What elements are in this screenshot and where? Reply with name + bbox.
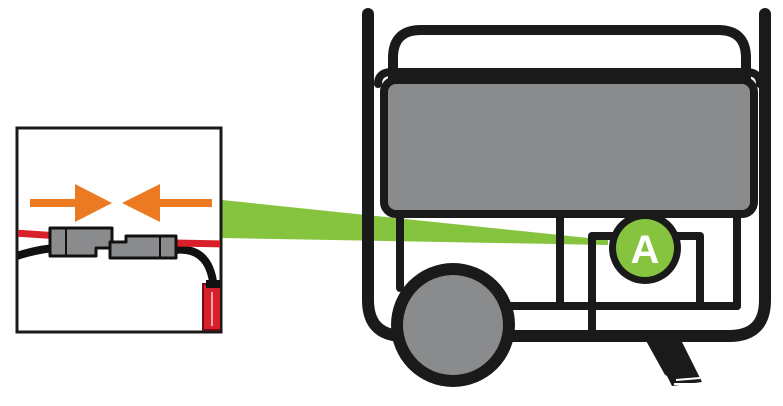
engine-panel [380,76,758,218]
red-wire-right [174,239,220,248]
chassis-inner-left [556,210,584,310]
callout-label: A [631,228,660,272]
connector-plug-icon-right [108,234,178,260]
fuel-tank [388,25,751,87]
engine-shell [374,68,764,88]
callout-a: A [609,212,681,284]
highlight-beam [222,200,608,245]
control-box [588,232,704,340]
frame-right-tube [554,8,771,342]
kickstand-foot [648,338,702,386]
wheel-icon [391,263,515,387]
fuse-holder [202,280,220,331]
push-arrow-icon [30,184,112,222]
push-arrow-icon-left [122,184,212,222]
connector-inset [15,126,223,334]
connector-plug-icon [48,226,114,258]
